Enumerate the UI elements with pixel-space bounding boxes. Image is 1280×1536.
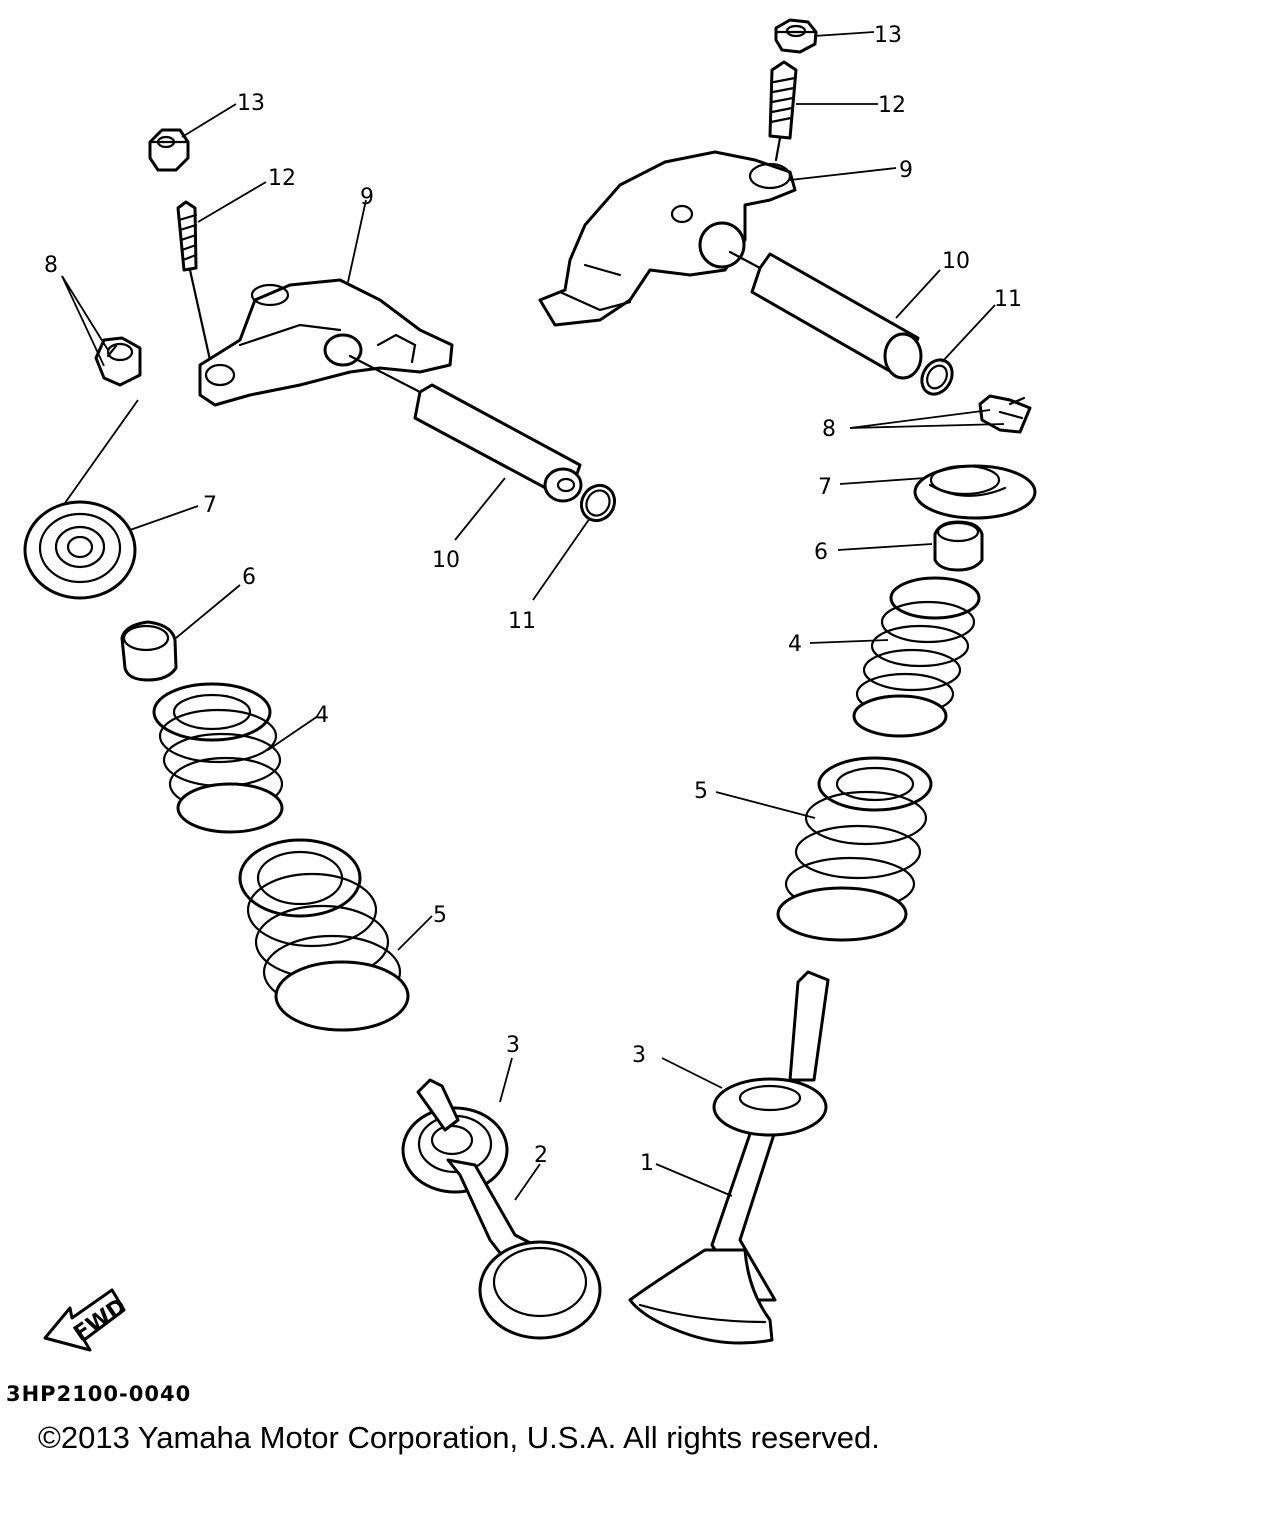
part-4-left-inner-spring (152, 682, 284, 834)
part-8-right-valve-cotter (978, 394, 1032, 434)
part-4-right-inner-spring (852, 576, 981, 738)
callout-11-right: 11 (994, 287, 1022, 312)
part-5-left-outer-spring (238, 838, 410, 1032)
callout-10-right: 10 (942, 249, 970, 274)
copyright-notice: ©2013 Yamaha Motor Corporation, U.S.A. A… (38, 1420, 880, 1455)
callout-3-right: 3 (632, 1043, 646, 1068)
callout-8-left: 8 (44, 253, 58, 278)
part-6-left-stem-seal (120, 620, 178, 682)
callout-12-left: 12 (268, 166, 296, 191)
callout-6-right: 6 (814, 540, 828, 565)
part-6-right-stem-seal (933, 520, 984, 572)
drawing-code: 3HP2100-0040 (6, 1382, 192, 1406)
callout-9-right: 9 (899, 158, 913, 183)
callout-11-left: 11 (508, 609, 536, 634)
part-10-right-shaft (728, 250, 923, 380)
fwd-arrow-icon: FWD (43, 1288, 131, 1352)
callout-13-left: 13 (237, 91, 265, 116)
part-9-right-rocker-arm (538, 150, 797, 327)
part-3-right-spring-seat (712, 1077, 828, 1137)
callout-5-left: 5 (433, 903, 447, 928)
callout-9-left: 9 (360, 185, 374, 210)
part-7-left-spring-retainer (23, 500, 137, 600)
callout-7-right: 7 (818, 475, 832, 500)
part-10-left-shaft (348, 354, 583, 503)
part-2-intake-valve (416, 1078, 602, 1340)
callout-7-left: 7 (203, 493, 217, 518)
leader-lines (61, 31, 1005, 1201)
callout-1-right: 1 (640, 1151, 654, 1176)
callout-2-left: 2 (534, 1143, 548, 1168)
part-8-left-valve-cotter (59, 336, 142, 511)
part-11-right-o-ring (920, 358, 954, 396)
part-5-right-outer-spring (776, 756, 933, 942)
part-9-left-rocker-arm (198, 278, 454, 407)
callout-4-left: 4 (315, 703, 329, 728)
part-12-right-screw (768, 60, 798, 162)
part-12-left-screw (176, 200, 212, 362)
part-7-right-spring-retainer (913, 464, 1037, 520)
callout-4-right: 4 (788, 632, 802, 657)
callout-3-left: 3 (506, 1033, 520, 1058)
callout-labels: 13 12 9 8 7 10 11 6 4 5 3 2 13 12 9 10 1… (44, 23, 1022, 1176)
callout-13-right: 13 (874, 23, 902, 48)
part-1-exhaust-valve (628, 970, 830, 1345)
callout-5-right: 5 (694, 779, 708, 804)
part-13-right-nut (774, 18, 818, 54)
callout-6-left: 6 (242, 565, 256, 590)
callout-8-right: 8 (822, 417, 836, 442)
part-13-left-nut (148, 128, 190, 172)
callout-10-left: 10 (432, 548, 460, 573)
callout-12-right: 12 (878, 93, 906, 118)
